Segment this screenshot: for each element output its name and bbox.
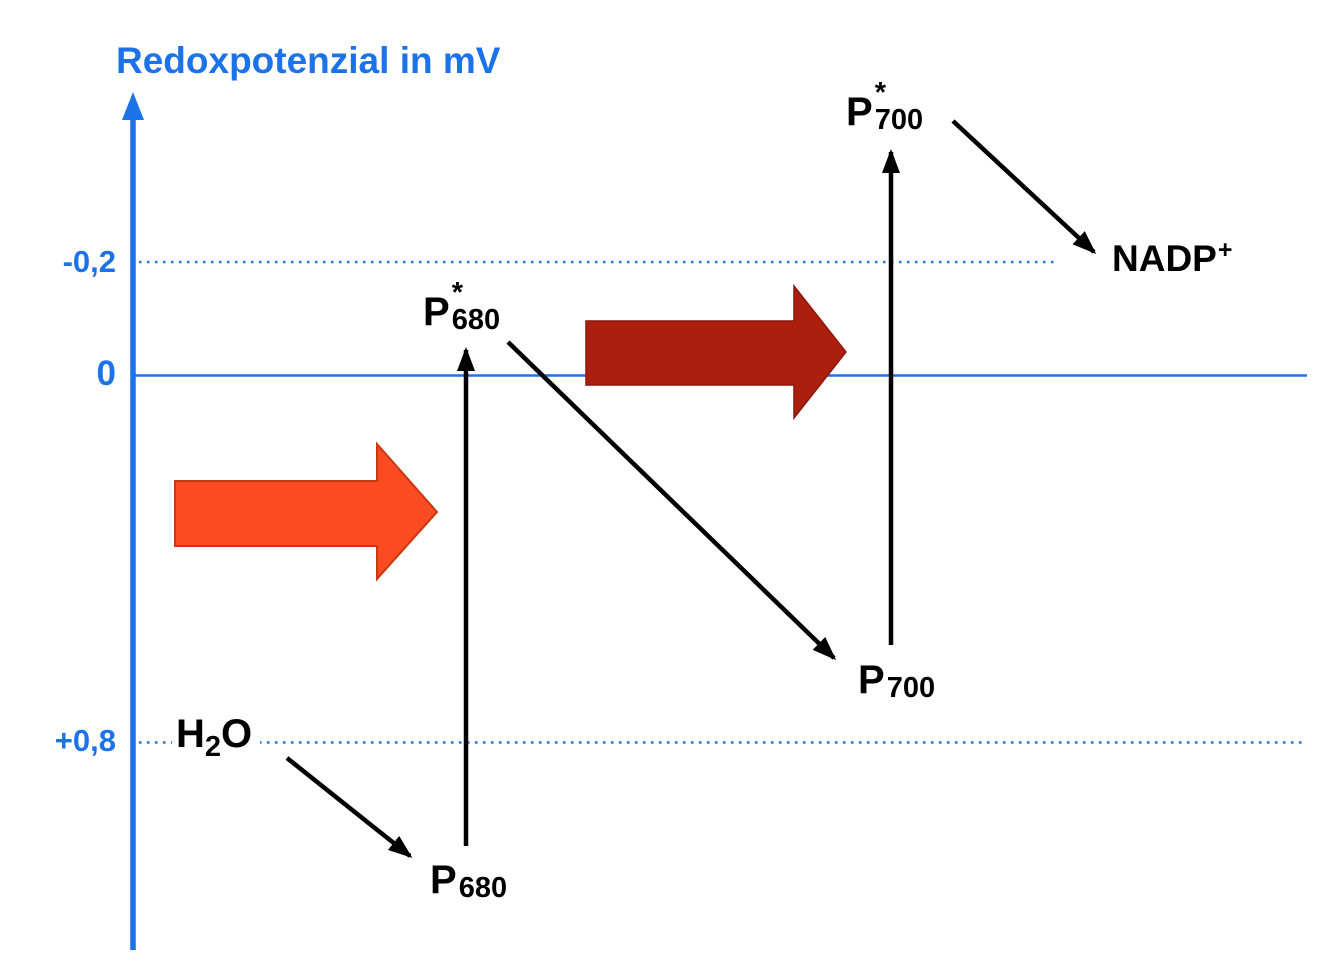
tick-minus-0-2: -0,2 bbox=[62, 244, 116, 279]
p680-excited-scripts: * 680 bbox=[451, 277, 501, 336]
tick-zero: 0 bbox=[96, 354, 116, 393]
electron-arrow-p680star-to-p700 bbox=[506, 340, 837, 661]
p680-ground-base: P bbox=[430, 858, 457, 902]
p700-excited-base: P bbox=[846, 90, 873, 134]
p680-excited-base: P bbox=[423, 290, 450, 334]
p700-excited-superscript: * bbox=[874, 77, 886, 109]
p700-ground-subscript: 700 bbox=[886, 672, 936, 704]
p700-excited-subscript: 700 bbox=[874, 104, 924, 136]
p680-excited-superscript: * bbox=[451, 277, 463, 309]
h2o-rest: O bbox=[221, 712, 253, 756]
electron-arrow-water-to-p680 bbox=[285, 756, 413, 858]
label-p680-excited: P * 680 bbox=[423, 279, 500, 335]
p700-excited-scripts: * 700 bbox=[874, 77, 924, 136]
p700-ground-base: P bbox=[858, 658, 885, 702]
axis-arrowhead-icon bbox=[122, 92, 144, 120]
tick-plus-0-8: +0,8 bbox=[54, 723, 116, 758]
nadp-superscript: + bbox=[1217, 236, 1233, 264]
light-energy-arrow-ps1-icon bbox=[585, 283, 847, 421]
label-nadp: NADP + bbox=[1112, 236, 1233, 279]
light-energy-arrow-ps2-icon bbox=[174, 441, 439, 582]
p680-ground-subscript: 680 bbox=[458, 872, 508, 904]
label-p700-excited: P * 700 bbox=[846, 79, 923, 135]
p700-ground-scripts: 700 bbox=[887, 648, 935, 703]
label-p700-ground: P 700 bbox=[858, 660, 935, 703]
nadp-base: NADP bbox=[1112, 238, 1217, 279]
h2o-base: H bbox=[176, 712, 205, 756]
h2o-subscript: 2 bbox=[204, 731, 222, 763]
p680-excited-subscript: 680 bbox=[451, 304, 501, 336]
axis-title: Redoxpotenzial in mV bbox=[116, 40, 501, 81]
electron-arrow-p700star-to-nadp bbox=[951, 119, 1097, 255]
label-p680-ground: P 680 bbox=[430, 860, 507, 903]
p680-ground-scripts: 680 bbox=[459, 848, 507, 903]
label-h2o: H 2 O bbox=[172, 712, 261, 764]
